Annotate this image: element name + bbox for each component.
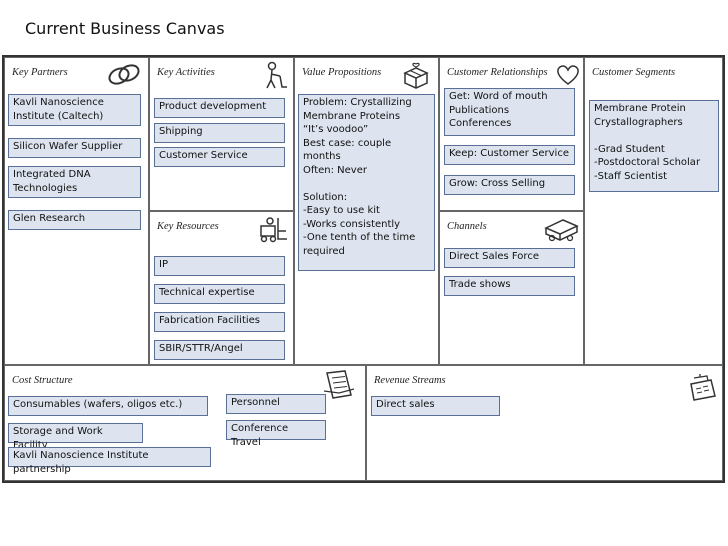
receipt-icon bbox=[323, 370, 355, 399]
activity-note-shipping: Shipping bbox=[154, 123, 285, 143]
activity-note-service: Customer Service bbox=[154, 147, 285, 167]
cost-note-travel: Conference Travel bbox=[226, 420, 326, 448]
customer-relationships-heading: Customer Relationships bbox=[447, 67, 548, 78]
cost-note-personnel: Personnel bbox=[226, 394, 326, 414]
worker-icon bbox=[266, 61, 287, 89]
heart-icon bbox=[557, 65, 579, 85]
cash-register-icon bbox=[690, 374, 716, 401]
revenue-streams-heading: Revenue Streams bbox=[374, 375, 446, 386]
revenue-note-direct-sales: Direct sales bbox=[371, 396, 500, 416]
partner-note-kavli: Kavli Nanoscience Institute (Caltech) bbox=[8, 94, 141, 126]
gift-icon bbox=[403, 62, 429, 89]
value-propositions-heading: Value Propositions bbox=[302, 67, 382, 78]
resource-note-ip: IP bbox=[154, 256, 285, 276]
resource-note-fabrication: Fabrication Facilities bbox=[154, 312, 285, 332]
key-activities-heading: Key Activities bbox=[157, 67, 215, 78]
key-resources-heading: Key Resources bbox=[157, 221, 219, 232]
truck-icon bbox=[544, 219, 579, 242]
key-partners-heading: Key Partners bbox=[12, 67, 68, 78]
partner-note-silicon: Silicon Wafer Supplier bbox=[8, 138, 141, 158]
forklift-icon bbox=[260, 217, 287, 243]
channels-heading: Channels bbox=[447, 221, 487, 232]
value-proposition-note: Problem: Crystallizing Membrane Proteins… bbox=[298, 94, 435, 271]
customer-segment-note: Membrane Protein Crystallographers -Grad… bbox=[589, 100, 719, 192]
business-model-canvas: Key Partners Kavli Nanoscience Institute… bbox=[2, 55, 725, 483]
relationship-note-keep: Keep: Customer Service bbox=[444, 145, 575, 165]
customer-segments-heading: Customer Segments bbox=[592, 67, 676, 78]
relationship-note-grow: Grow: Cross Selling bbox=[444, 175, 575, 195]
relationship-note-get: Get: Word of mouth Publications Conferen… bbox=[444, 88, 575, 136]
cost-note-kavli-partnership: Kavli Nanoscience Institute partnership bbox=[8, 447, 211, 475]
channel-note-direct-sales: Direct Sales Force bbox=[444, 248, 575, 268]
channel-note-trade-shows: Trade shows bbox=[444, 276, 575, 296]
partner-note-glen: Glen Research bbox=[8, 210, 141, 230]
cost-note-storage: Storage and Work Facility bbox=[8, 423, 143, 451]
revenue-streams-section: Revenue Streams bbox=[366, 365, 723, 481]
resource-note-funding: SBIR/STTR/Angel bbox=[154, 340, 285, 360]
page-title: Current Business Canvas bbox=[25, 19, 225, 38]
cost-structure-heading: Cost Structure bbox=[12, 375, 73, 386]
cost-note-consumables: Consumables (wafers, oligos etc.) bbox=[8, 396, 208, 416]
activity-note-product: Product development bbox=[154, 98, 285, 118]
resource-note-expertise: Technical expertise bbox=[154, 284, 285, 304]
partner-note-idt: Integrated DNA Technologies bbox=[8, 166, 141, 198]
link-icon bbox=[108, 64, 140, 85]
